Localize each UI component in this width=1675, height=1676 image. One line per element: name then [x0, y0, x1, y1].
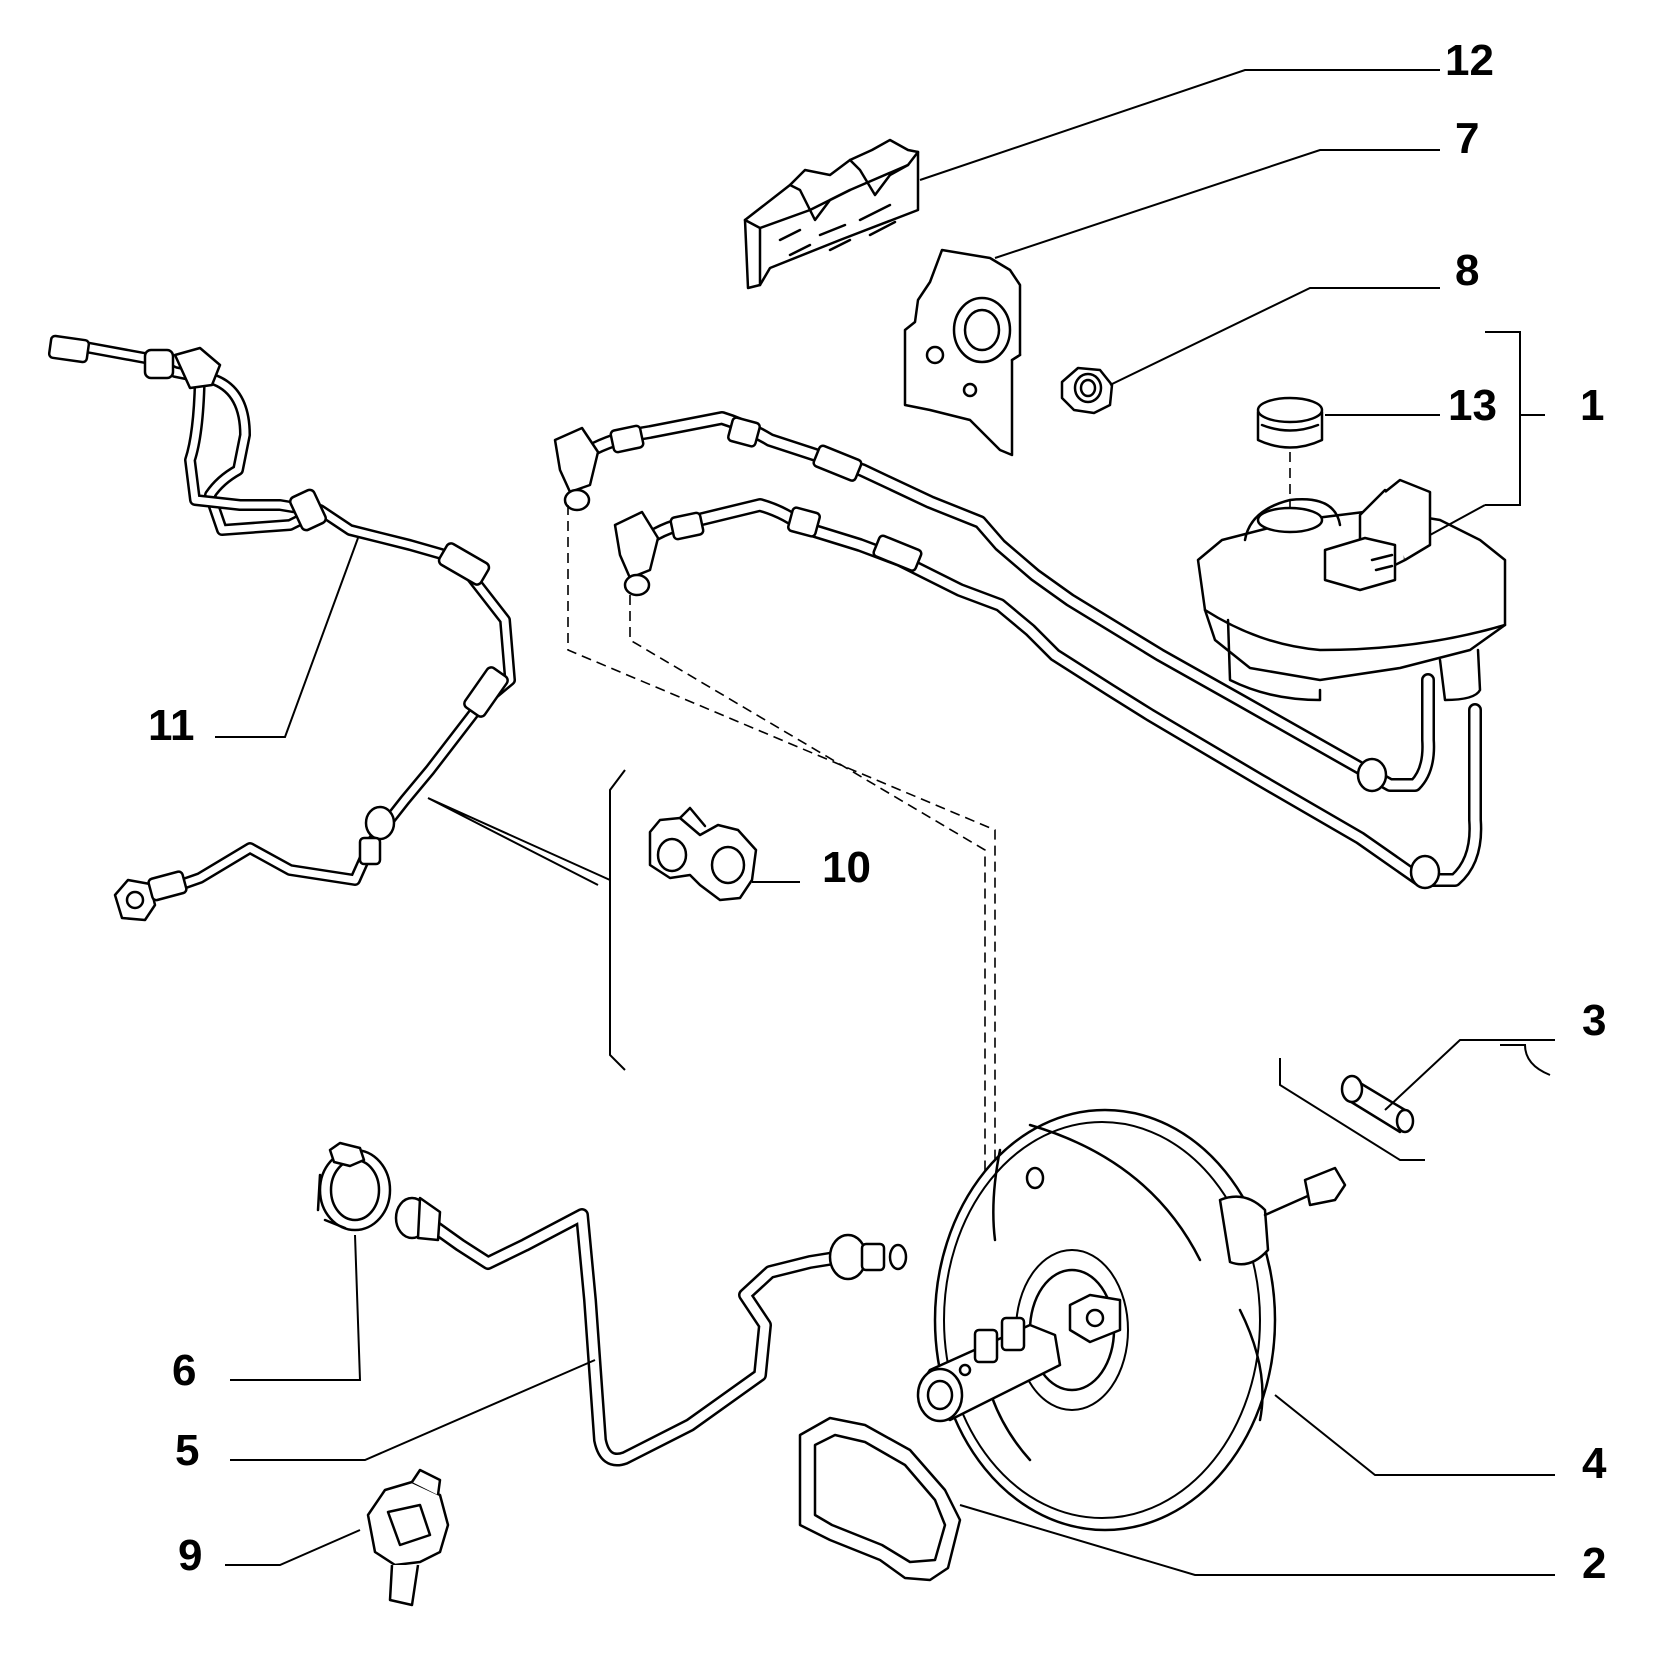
- part-11-brake-line: [47, 334, 516, 922]
- part-8-nut: [1060, 366, 1114, 415]
- part-3-pin: [1340, 1074, 1415, 1134]
- callout-11: 11: [148, 701, 195, 750]
- part-5-vacuum-hose: [394, 1196, 908, 1467]
- callout-2: 2: [1582, 1539, 1606, 1588]
- part-4-brake-booster: [916, 1108, 1347, 1532]
- callouts: 12 7 8 13 1 11 10 3 6 5 4 9 2: [148, 36, 1607, 1588]
- part-9-connector: [366, 1468, 450, 1607]
- callout-4: 4: [1582, 1439, 1607, 1488]
- pipe-b-route-dash: [629, 595, 986, 1305]
- part-6-hose-clamp: [316, 1141, 392, 1232]
- part-1-fluid-reservoir: [1196, 478, 1507, 702]
- pipe-a-route-dash: [567, 505, 996, 1315]
- leader-lines: [215, 69, 1555, 1576]
- callout-12: 12: [1445, 36, 1494, 85]
- callout-10: 10: [822, 843, 871, 892]
- part-2-gasket: [798, 1416, 962, 1582]
- callout-13: 13: [1448, 381, 1497, 430]
- brake-pipe-fittings: [553, 416, 1441, 890]
- part-13-reservoir-cap: [1256, 396, 1324, 449]
- callout-5: 5: [175, 1426, 199, 1475]
- callout-8: 8: [1455, 246, 1479, 295]
- callout-9: 9: [178, 1531, 202, 1580]
- callout-7: 7: [1455, 114, 1479, 163]
- callout-6: 6: [172, 1346, 196, 1395]
- callout-3: 3: [1582, 996, 1606, 1045]
- part-7-mounting-plate: [903, 248, 1022, 457]
- callout-1: 1: [1580, 381, 1604, 430]
- part-12-bracket: [743, 138, 920, 290]
- part-10-double-clip: [648, 806, 758, 902]
